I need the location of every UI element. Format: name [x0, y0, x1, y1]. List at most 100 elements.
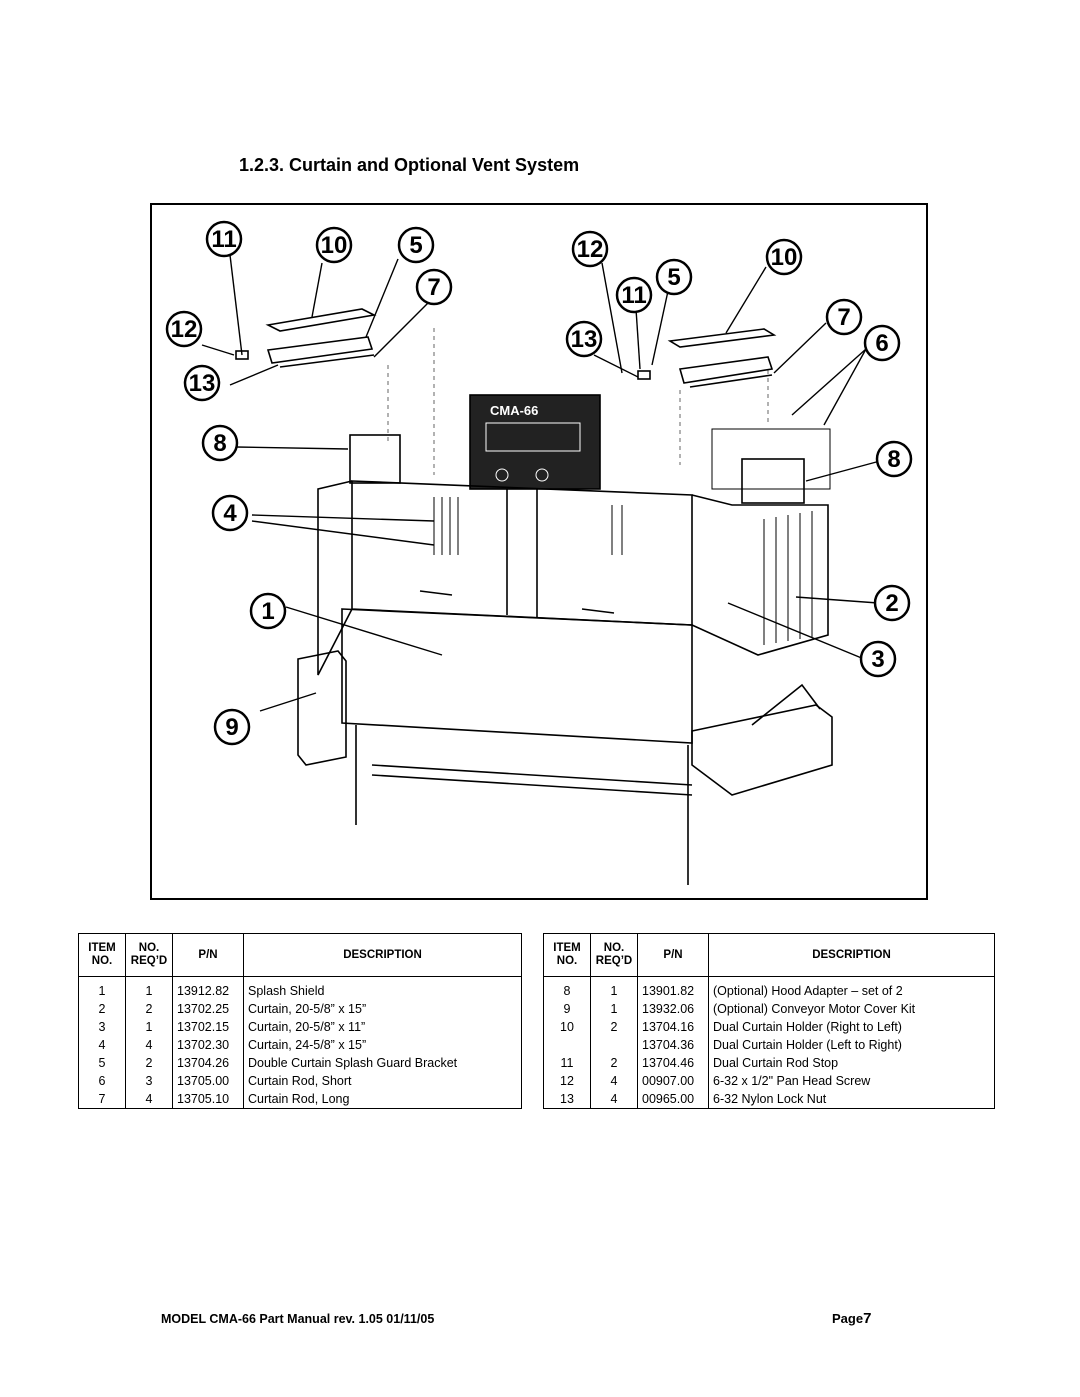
description-cell: (Optional) Hood Adapter – set of 2 [708, 976, 995, 1000]
callout-10-right: 10 [771, 244, 798, 271]
qty-cell: 4 [125, 1036, 173, 1054]
footer-page: Page7 [832, 1310, 871, 1327]
qty-cell: 1 [125, 976, 173, 1000]
item-no-cell: 3 [78, 1018, 126, 1036]
qty-cell: 2 [590, 1054, 638, 1072]
header-description: DESCRIPTION [243, 933, 522, 977]
item-no-cell: 5 [78, 1054, 126, 1072]
header-qty: NO.REQ’D [125, 933, 173, 977]
description-cell: 6-32 x 1/2" Pan Head Screw [708, 1072, 995, 1090]
header-qty: NO.REQ’D [590, 933, 638, 977]
header-pn: P/N [172, 933, 244, 977]
callout-8-left: 8 [213, 430, 226, 457]
description-cell: Dual Curtain Holder (Right to Left) [708, 1018, 995, 1036]
header-pn: P/N [637, 933, 709, 977]
item-no-cell: 8 [543, 976, 591, 1000]
description-cell: 6-32 Nylon Lock Nut [708, 1090, 995, 1109]
callout-3-right: 3 [871, 646, 884, 673]
part-number-cell: 13704.36 [637, 1036, 709, 1054]
part-number-cell: 13705.00 [172, 1072, 244, 1090]
part-number-cell: 13901.82 [637, 976, 709, 1000]
callout-5-right: 5 [667, 264, 680, 291]
callout-5-left: 5 [409, 232, 422, 259]
qty-cell [590, 1036, 638, 1054]
part-number-cell: 13704.46 [637, 1054, 709, 1072]
callout-13-right: 13 [571, 326, 598, 353]
section-title: 1.2.3. Curtain and Optional Vent System [239, 155, 580, 175]
part-number-cell: 13702.15 [172, 1018, 244, 1036]
callout-6-right: 6 [875, 330, 888, 357]
footer-model: MODEL CMA-66 Part Manual rev. 1.05 01/11… [161, 1312, 435, 1326]
description-cell: Curtain Rod, Long [243, 1090, 522, 1109]
callout-11-left: 11 [211, 226, 236, 253]
qty-cell: 2 [590, 1018, 638, 1036]
item-no-cell: 13 [543, 1090, 591, 1109]
callout-9-left: 9 [225, 714, 238, 741]
qty-cell: 2 [125, 1054, 173, 1072]
description-cell: Curtain Rod, Short [243, 1072, 522, 1090]
qty-cell: 1 [590, 1000, 638, 1018]
item-no-cell: 1 [78, 976, 126, 1000]
qty-cell: 4 [590, 1072, 638, 1090]
part-number-cell: 00965.00 [637, 1090, 709, 1109]
callout-12-right: 12 [577, 236, 604, 263]
part-number-cell: 13704.26 [172, 1054, 244, 1072]
description-cell: Curtain, 24-5/8” x 15” [243, 1036, 522, 1054]
part-number-cell: 00907.00 [637, 1072, 709, 1090]
qty-cell: 3 [125, 1072, 173, 1090]
item-no-cell: 6 [78, 1072, 126, 1090]
description-cell: Curtain, 20-5/8” x 15” [243, 1000, 522, 1018]
callout-11-right: 11 [621, 282, 646, 309]
part-number-cell: 13702.30 [172, 1036, 244, 1054]
qty-cell: 1 [590, 976, 638, 1000]
item-no-cell: 2 [78, 1000, 126, 1018]
item-no-cell: 4 [78, 1036, 126, 1054]
part-number-cell: 13912.82 [172, 976, 244, 1000]
callout-1-left: 1 [261, 598, 274, 625]
exploded-diagram: CMA-66 [150, 203, 928, 900]
callout-4-left: 4 [223, 500, 237, 527]
part-number-cell: 13932.06 [637, 1000, 709, 1018]
qty-cell: 4 [125, 1090, 173, 1109]
header-description: DESCRIPTION [708, 933, 995, 977]
item-no-cell: 12 [543, 1072, 591, 1090]
description-cell: Dual Curtain Rod Stop [708, 1054, 995, 1072]
callout-13-left: 13 [189, 370, 216, 397]
qty-cell: 1 [125, 1018, 173, 1036]
item-no-cell [543, 1036, 591, 1054]
description-cell: Double Curtain Splash Guard Bracket [243, 1054, 522, 1072]
callout-10-left: 10 [321, 232, 348, 259]
callout-8-right: 8 [887, 446, 900, 473]
item-no-cell: 9 [543, 1000, 591, 1018]
description-cell: Dual Curtain Holder (Left to Right) [708, 1036, 995, 1054]
diagram-drawing: CMA-66 [165, 220, 913, 885]
callout-2-right: 2 [885, 590, 898, 617]
qty-cell: 2 [125, 1000, 173, 1018]
page-label: Page [832, 1311, 864, 1326]
description-cell: Splash Shield [243, 976, 522, 1000]
callout-12-left: 12 [171, 316, 198, 343]
qty-cell: 4 [590, 1090, 638, 1109]
item-no-cell: 7 [78, 1090, 126, 1109]
callout-7-left: 7 [427, 274, 440, 301]
description-cell: (Optional) Conveyor Motor Cover Kit [708, 1000, 995, 1018]
part-number-cell: 13704.16 [637, 1018, 709, 1036]
description-cell: Curtain, 20-5/8” x 11” [243, 1018, 522, 1036]
